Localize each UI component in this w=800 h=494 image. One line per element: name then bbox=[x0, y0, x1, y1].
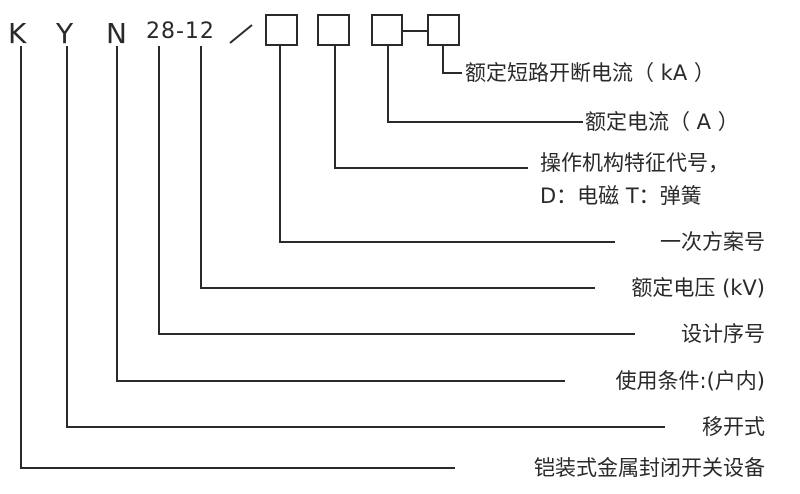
leader-scheme bbox=[279, 45, 615, 243]
leader-mechanism bbox=[334, 45, 528, 169]
label-withdrawable: 移开式 bbox=[702, 415, 765, 439]
label-mechanism-line2: D：电磁 T：弹簧 bbox=[540, 184, 702, 208]
leader-metal-clad bbox=[20, 46, 455, 469]
leader-withdrawable bbox=[66, 46, 665, 428]
box-mechanism bbox=[317, 14, 350, 46]
leader-rated-voltage bbox=[200, 46, 595, 289]
box-scheme bbox=[265, 14, 298, 46]
label-condition: 使用条件:(户内) bbox=[616, 369, 765, 393]
label-metal-clad: 铠装式金属封闭开关设备 bbox=[534, 456, 765, 480]
label-breaking-current: 额定短路开断电流（ kA ） bbox=[465, 61, 715, 85]
label-mechanism-line1: 操作机构特征代号， bbox=[540, 151, 729, 175]
leader-breaking-current bbox=[442, 45, 462, 74]
label-rated-current: 额定电流（ A ） bbox=[585, 110, 739, 134]
code-number: 28-12 bbox=[146, 19, 215, 44]
box-rated-current bbox=[371, 14, 403, 46]
box-breaking-current bbox=[427, 14, 460, 46]
slash-mark bbox=[229, 24, 253, 44]
leader-design-no bbox=[158, 46, 635, 335]
code-letter-y: Y bbox=[55, 17, 74, 50]
leader-condition bbox=[116, 46, 565, 382]
label-design-no: 设计序号 bbox=[681, 322, 765, 346]
code-letter-n: N bbox=[106, 17, 127, 50]
leader-rated-current bbox=[387, 45, 583, 123]
code-letter-k: K bbox=[8, 17, 27, 50]
label-scheme: 一次方案号 bbox=[660, 230, 765, 254]
label-rated-voltage: 额定电压 (kV) bbox=[631, 276, 765, 300]
